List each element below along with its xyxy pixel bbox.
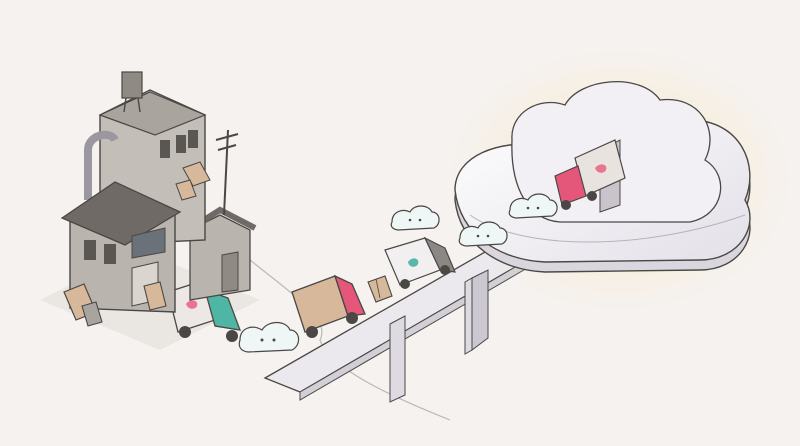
cloud-vehicle-icon bbox=[508, 193, 558, 219]
delivery-truck-icon bbox=[554, 139, 626, 210]
delivery-truck-icon bbox=[291, 274, 366, 338]
box-icon bbox=[175, 161, 211, 201]
water-tower-icon bbox=[121, 71, 143, 113]
factory-icon bbox=[60, 71, 257, 313]
bridge-icon bbox=[263, 231, 550, 403]
box-icon bbox=[367, 275, 393, 303]
cloud-vehicle-icon bbox=[238, 321, 300, 353]
utility-pole-icon bbox=[215, 129, 239, 216]
cloud-vehicle-icon bbox=[458, 221, 508, 247]
delivery-truck-icon bbox=[384, 236, 456, 289]
box-icon bbox=[63, 281, 167, 327]
cloud-vehicle-icon bbox=[390, 205, 440, 231]
